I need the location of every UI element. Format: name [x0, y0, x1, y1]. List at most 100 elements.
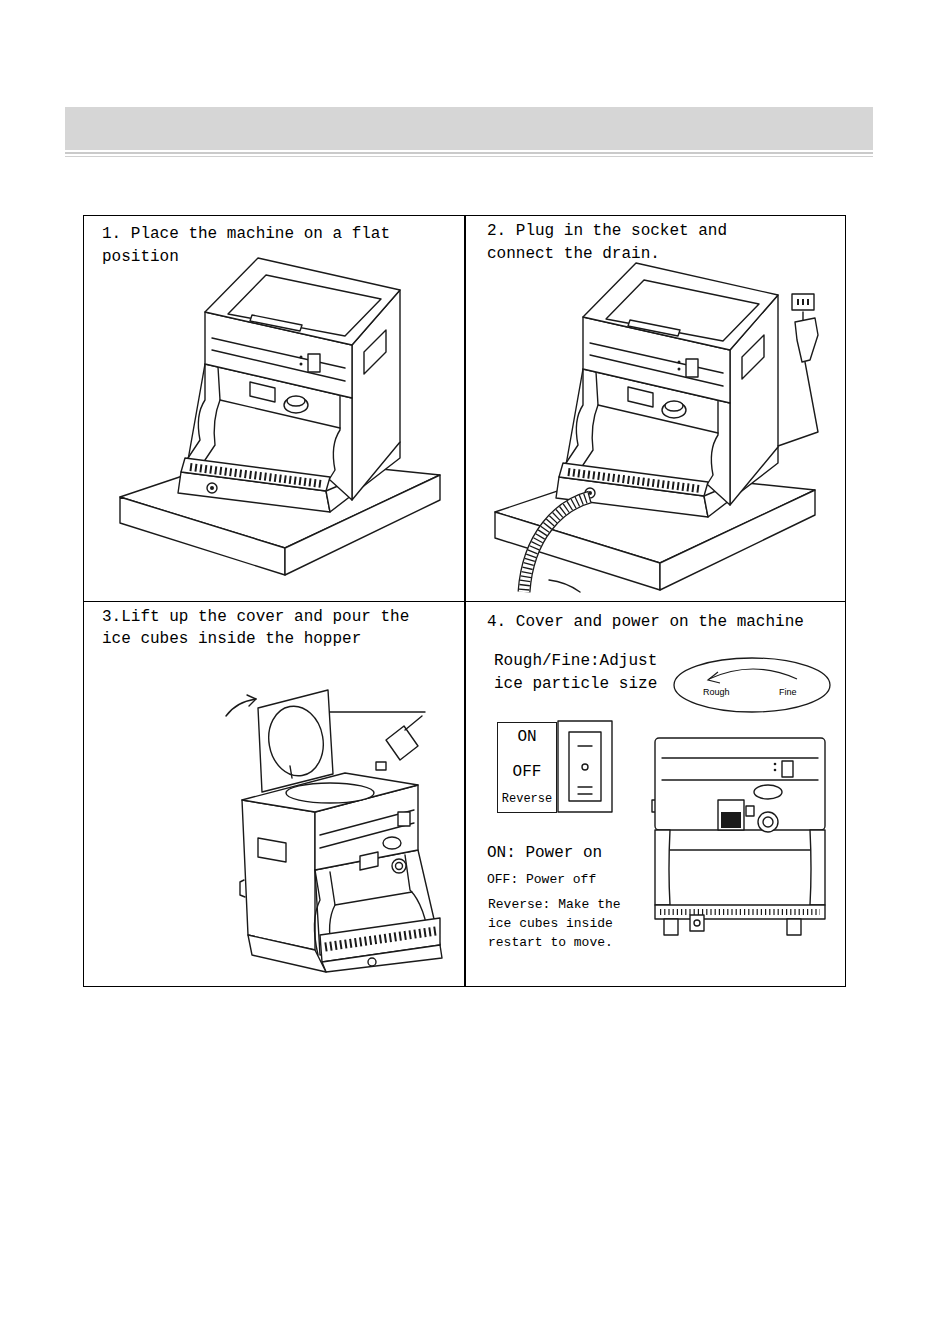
panel-three-drawing [360, 852, 378, 870]
panel-three-drawing [258, 690, 333, 792]
instruction-note: OFF: Power off [487, 870, 647, 889]
power-plug [807, 299, 809, 305]
machine-front-view [810, 830, 825, 905]
rocker-switch [558, 721, 612, 812]
machine-front-view [660, 909, 820, 915]
rocker-switch [578, 786, 592, 787]
panel-three-drawing [330, 711, 425, 712]
ellipse-outline [673, 657, 831, 713]
panel-three-drawing [383, 837, 401, 849]
rocker-switch [569, 732, 601, 801]
panel-three-drawing [226, 690, 442, 972]
machine-front-view [782, 761, 793, 777]
machine-front-view [655, 830, 670, 905]
rocker-switch [578, 745, 592, 746]
machine-front-view [746, 806, 754, 816]
header-bar [65, 156, 873, 157]
header-bar [65, 152, 873, 154]
drain-hose [524, 497, 590, 592]
panel-three-drawing [314, 870, 320, 955]
step-instruction: 3.Lift up the cover and pour the ice cub… [102, 606, 427, 650]
power-plug [792, 294, 814, 310]
power-plug [795, 318, 818, 362]
ice-scoop [405, 716, 422, 730]
panel-three-drawing [247, 695, 256, 706]
ice-scoop [386, 726, 418, 760]
switch-caption: Reverse [498, 791, 556, 807]
step-panel: 3.Lift up the cover and pour the ice cub… [83, 601, 466, 987]
rocker-switch [578, 793, 592, 794]
machine-front-view [655, 738, 825, 830]
switch-caption: Fine [779, 687, 797, 698]
switch-caption: ON [498, 727, 556, 747]
ice-scoop [376, 716, 422, 770]
panel-three-drawing [286, 783, 374, 803]
panel-three-drawing [226, 699, 256, 716]
machine-front-view [652, 738, 825, 935]
ice-scoop [376, 762, 386, 770]
panel-three-drawing [320, 823, 414, 848]
power-plug [778, 294, 818, 446]
machine-front-view [787, 919, 801, 935]
instruction-note: Reverse: Make the ice cubes inside resta… [488, 895, 638, 952]
panel-two-drawing [495, 263, 818, 592]
panel-three-drawing [240, 880, 245, 897]
panel-three-drawing [392, 859, 406, 873]
instruction-note: ON: Power on [487, 842, 647, 865]
machine-front-view [758, 812, 778, 832]
panel-one-drawing [120, 258, 440, 575]
panel-three-drawing [242, 800, 315, 950]
arrow-head [708, 672, 720, 683]
panel-three-drawing [368, 958, 376, 966]
size-dial-ellipse: Rough Fine [673, 657, 831, 713]
panel-three-drawing [398, 812, 410, 826]
panel-three-drawing [320, 810, 414, 835]
machine-front-view [754, 785, 782, 799]
instruction-note: Rough/Fine:Adjust ice particle size [494, 650, 666, 696]
ellipse-outline [674, 658, 830, 712]
panel-three-drawing [263, 702, 328, 780]
power-plug [802, 299, 804, 305]
step-instruction: 1. Place the machine on a flat position [102, 223, 407, 269]
machine-front-view [774, 763, 777, 766]
panel-three-drawing [258, 838, 286, 862]
step-instruction: 4. Cover and power on the machine [487, 611, 832, 634]
panel-one-drawing [178, 258, 400, 512]
machine-front-view [718, 800, 744, 830]
switch-caption: Rough [703, 687, 730, 698]
switch-label-box: ON OFF Reverse [497, 722, 557, 813]
step-panel: 2. Plug in the socket and connect the dr… [464, 215, 846, 602]
direction-arrow [709, 669, 797, 679]
header-bar [65, 107, 873, 150]
machine-front-view [721, 812, 741, 828]
panel-three-drawing [290, 766, 292, 778]
panel-three-drawing [322, 945, 442, 972]
machine-front-view [662, 757, 818, 758]
machine-front-view [664, 919, 678, 935]
step-panel: 1. Place the machine on a flat position [83, 215, 466, 602]
rocker-switch [582, 764, 588, 770]
drain-hose [524, 497, 590, 592]
power-plug [797, 299, 799, 305]
power-plug [778, 362, 818, 446]
panel-three-drawing [325, 931, 436, 947]
drain-hose [549, 580, 580, 592]
switch-caption: OFF [498, 762, 556, 782]
machine-front-view [662, 779, 818, 780]
machine-front-view [690, 915, 704, 931]
panel-three-drawing [335, 892, 412, 905]
machine-front-view [655, 905, 825, 919]
machine-front-view [763, 817, 773, 827]
drain-hose [524, 497, 590, 592]
panel-three-drawing [248, 935, 326, 972]
header-bar [65, 107, 873, 157]
machine-front-view [694, 920, 700, 926]
drain-hose [524, 497, 590, 592]
step-instruction: 2. Plug in the socket and connect the dr… [487, 220, 792, 266]
panel-three-drawing [396, 863, 403, 870]
machine-front-view [670, 849, 810, 850]
rocker-switch [558, 721, 612, 812]
machine-front-view [774, 769, 777, 772]
panel-two-drawing [556, 263, 778, 517]
